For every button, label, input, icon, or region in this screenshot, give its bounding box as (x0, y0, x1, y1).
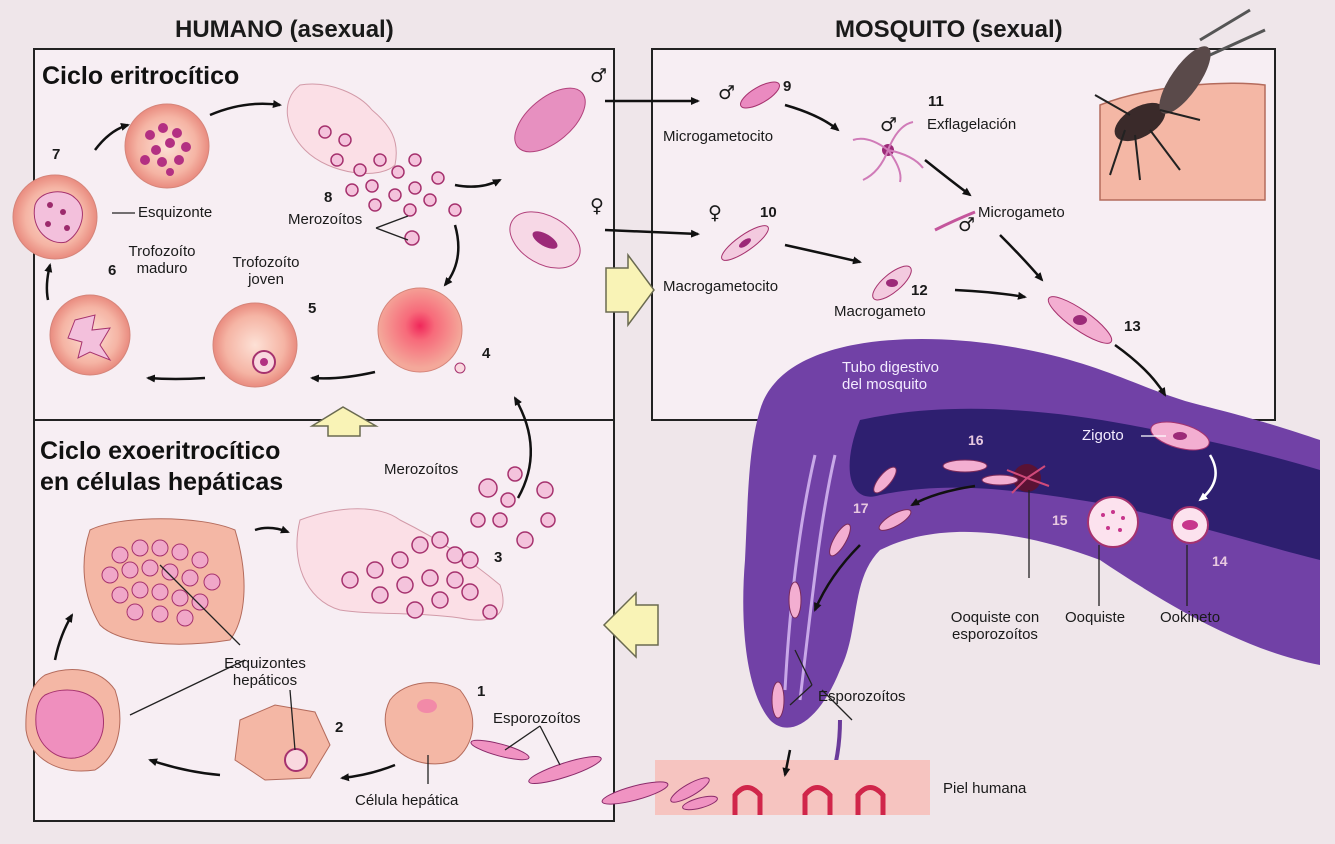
stage-number-6: 6 (108, 262, 116, 279)
label-microgameto: Microgameto (978, 204, 1065, 221)
mosquito-header: MOSQUITO (sexual) (835, 16, 1063, 44)
label-trofozoito-maduro-line2: maduro (137, 260, 188, 277)
label-esquizontes-hepaticos-line1: Esquizontes (224, 655, 306, 672)
stage-number-5: 5 (308, 300, 316, 317)
female-symbol-2: ♀ (708, 202, 722, 224)
erythrocytic-title: Ciclo eritrocítico (42, 62, 239, 91)
label-celula-hepatica: Célula hepática (355, 792, 458, 809)
label-macrogameto: Macrogameto (834, 303, 926, 320)
label-ooquiste-con-line1: Ooquiste con (951, 609, 1039, 626)
label-ooquiste: Ooquiste (1065, 609, 1125, 626)
label-esquizonte: Esquizonte (138, 204, 212, 221)
female-symbol-1: ♀ (590, 195, 604, 217)
male-symbol-4: ♂ (958, 214, 975, 236)
label-trofozoito-maduro-line1: Trofozoíto (129, 243, 196, 260)
stage-number-14: 14 (1212, 553, 1228, 569)
label-esporozoitos-right: Esporozoítos (818, 688, 906, 705)
label-ookineto: Ookineto (1160, 609, 1220, 626)
male-symbol-1: ♂ (590, 65, 607, 87)
label-macrogametocito: Macrogametocito (663, 278, 778, 295)
stage-number-2: 2 (335, 719, 343, 736)
mosquito-illustration (1095, 10, 1265, 200)
label-microgametocito: Microgametocito (663, 128, 773, 145)
male-symbol-2: ♂ (718, 82, 735, 104)
exoerythrocytic-title-line2: en células hepáticas (40, 468, 283, 497)
label-ooquiste-con-line2: esporozoítos (952, 626, 1038, 643)
stage-number-10: 10 (760, 204, 777, 221)
exoerythrocytic-title-line1: Ciclo exoeritrocítico (40, 437, 280, 466)
stage-number-11: 11 (928, 93, 944, 110)
stage-number-4: 4 (482, 345, 490, 362)
label-esquizontes-hepaticos-line2: hepáticos (233, 672, 297, 689)
label-merozoitos-bottom: Merozoítos (384, 461, 458, 478)
label-merozoitos-top: Merozoítos (288, 211, 362, 228)
stage-number-7: 7 (52, 146, 60, 163)
label-piel-humana: Piel humana (943, 780, 1026, 797)
label-tubo-line2: del mosquito (842, 376, 927, 393)
label-trofozoito-joven-line2: joven (248, 271, 284, 288)
stage-number-3: 3 (494, 549, 502, 566)
stage-number-12: 12 (911, 282, 928, 299)
label-exflagelacion: Exflagelación (927, 116, 1016, 133)
label-trofozoito-joven-line1: Trofozoíto (233, 254, 300, 271)
stage-number-9: 9 (783, 78, 791, 95)
human-header: HUMANO (asexual) (175, 16, 394, 44)
stage-number-17: 17 (853, 500, 869, 516)
stage-number-1: 1 (477, 683, 485, 700)
label-tubo-line1: Tubo digestivo (842, 359, 939, 376)
stage-number-15: 15 (1052, 512, 1068, 528)
label-zigoto: Zigoto (1082, 427, 1124, 444)
stage-number-16: 16 (968, 432, 984, 448)
stage-number-13: 13 (1124, 318, 1141, 335)
label-esporozoitos-left: Esporozoítos (493, 710, 581, 727)
stage-number-8: 8 (324, 189, 332, 206)
male-symbol-3: ♂ (880, 114, 897, 136)
